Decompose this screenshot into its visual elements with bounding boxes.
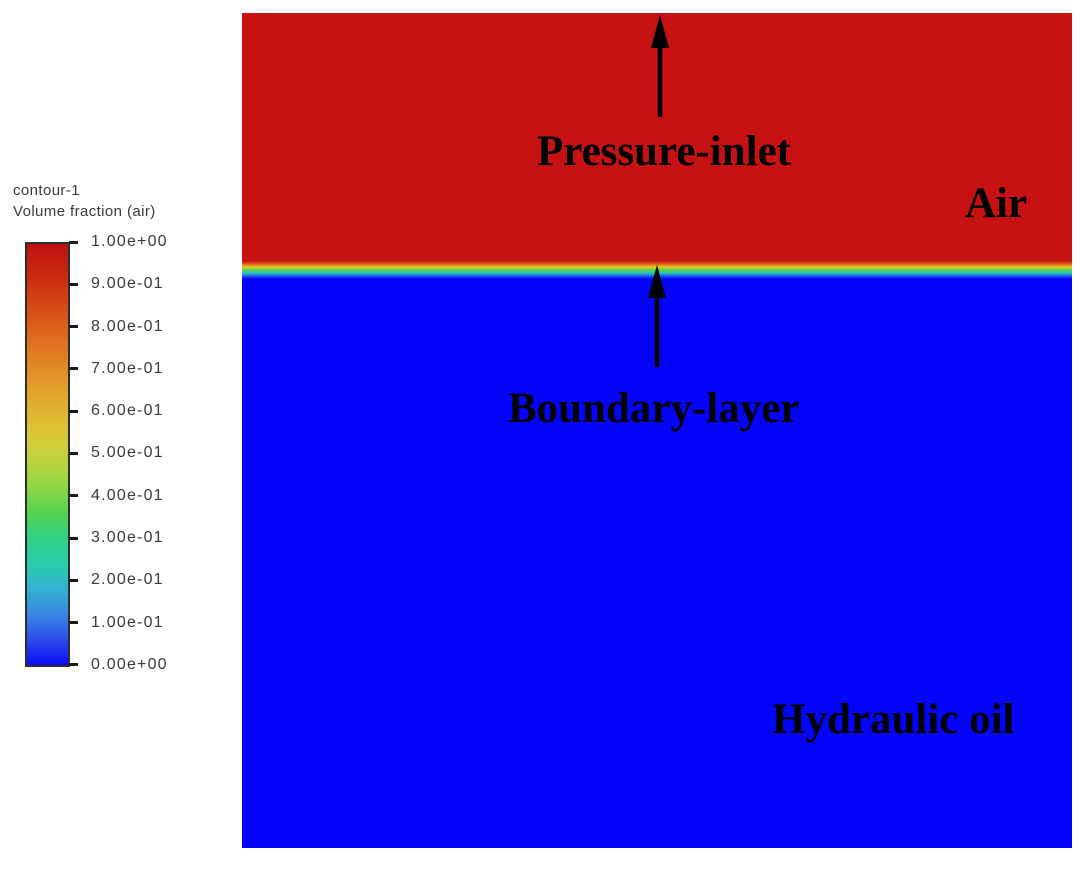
tick-label: 8.00e-01 bbox=[91, 317, 164, 335]
tick-mark bbox=[69, 494, 78, 498]
tick-label: 1.00e-01 bbox=[91, 613, 164, 631]
tick-mark bbox=[69, 621, 78, 625]
tick-label: 1.00e+00 bbox=[91, 233, 168, 250]
tick-row: 5.00e-01 bbox=[69, 444, 168, 462]
tick-label: 3.00e-01 bbox=[91, 529, 164, 547]
tick-mark bbox=[69, 325, 78, 329]
tick-mark bbox=[69, 578, 78, 582]
pressure-inlet-label: Pressure-inlet bbox=[537, 128, 791, 175]
tick-mark bbox=[69, 409, 78, 413]
colorbar bbox=[25, 242, 70, 667]
tick-mark bbox=[69, 536, 78, 540]
tick-mark bbox=[69, 367, 78, 371]
hydraulic-oil-region-label: Hydraulic oil bbox=[772, 696, 1015, 743]
colorbar-ticks: 1.00e+00 9.00e-01 8.00e-01 7.00e-01 6.00… bbox=[69, 233, 168, 674]
tick-row: 6.00e-01 bbox=[69, 402, 168, 420]
tick-row: 1.00e+00 bbox=[69, 233, 168, 251]
tick-mark bbox=[69, 282, 78, 286]
tick-label: 9.00e-01 bbox=[91, 275, 164, 293]
contour-plot: Pressure-inlet Air Boundary-layer Hydrau… bbox=[242, 13, 1072, 848]
legend-quantity-label: Volume fraction (air) bbox=[13, 203, 156, 220]
tick-row: 2.00e-01 bbox=[69, 571, 168, 589]
tick-row: 0.00e+00 bbox=[69, 656, 168, 674]
tick-row: 3.00e-01 bbox=[69, 529, 168, 547]
tick-mark bbox=[69, 240, 78, 244]
legend-title: contour-1 Volume fraction (air) bbox=[13, 180, 156, 222]
contour-name: contour-1 bbox=[13, 182, 80, 199]
pressure-inlet-arrow-icon bbox=[651, 15, 669, 117]
tick-row: 4.00e-01 bbox=[69, 487, 168, 505]
tick-row: 1.00e-01 bbox=[69, 614, 168, 632]
tick-row: 8.00e-01 bbox=[69, 318, 168, 336]
tick-mark bbox=[69, 663, 78, 667]
tick-label: 6.00e-01 bbox=[91, 402, 164, 420]
tick-label: 5.00e-01 bbox=[91, 444, 164, 462]
tick-mark bbox=[69, 451, 78, 455]
tick-label: 7.00e-01 bbox=[91, 359, 164, 377]
boundary-layer-label: Boundary-layer bbox=[508, 385, 800, 432]
air-region-label: Air bbox=[965, 180, 1028, 227]
tick-label: 2.00e-01 bbox=[91, 571, 164, 589]
tick-row: 9.00e-01 bbox=[69, 275, 168, 293]
boundary-layer-arrow-icon bbox=[648, 265, 666, 367]
tick-row: 7.00e-01 bbox=[69, 360, 168, 378]
tick-label: 0.00e+00 bbox=[91, 655, 168, 673]
tick-label: 4.00e-01 bbox=[91, 486, 164, 504]
